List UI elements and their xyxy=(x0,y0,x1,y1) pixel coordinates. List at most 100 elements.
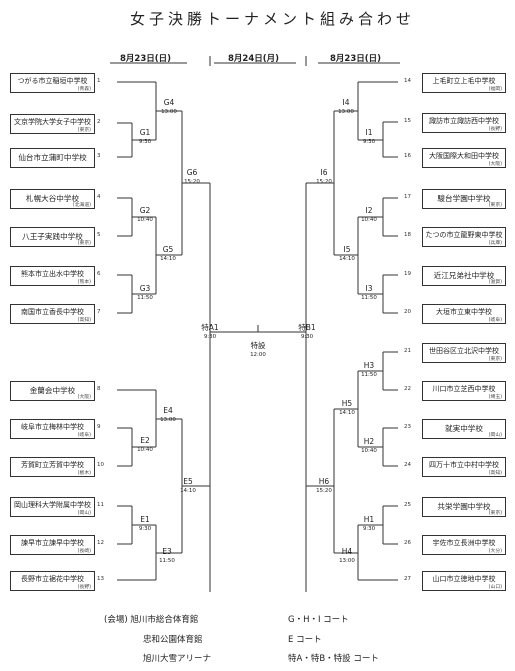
match-I1: I1 9:30 xyxy=(358,128,380,146)
match-code: I5 xyxy=(343,245,351,254)
team-box-7: 南国市立香長中学校 (高知) xyxy=(10,304,95,324)
match-time: 9:30 xyxy=(138,526,152,532)
match-time: 14:10 xyxy=(160,256,176,262)
match-code: G4 xyxy=(163,98,175,107)
team-prefecture: (長野) xyxy=(488,127,502,132)
match-G2: G2 10:40 xyxy=(134,206,156,224)
team-prefecture: (長崎) xyxy=(77,549,91,554)
match-code: G3 xyxy=(139,284,151,293)
match-time: 10:40 xyxy=(137,447,153,453)
match-H1: H1 9:30 xyxy=(358,515,380,533)
match-time: 10:40 xyxy=(361,448,377,454)
team-box-26: 宇佐市立長洲中学校 (大分) xyxy=(422,535,506,555)
team-prefecture: (長野) xyxy=(77,585,91,590)
team-prefecture: (栃木) xyxy=(77,471,91,476)
team-prefecture: (山口) xyxy=(488,585,502,590)
team-number: 6 xyxy=(97,271,101,277)
venue-name-1: (会場) 旭川市総合体育館 xyxy=(104,615,199,625)
match-E1: E1 9:30 xyxy=(134,515,156,533)
team-box-5: 八王子実践中学校 (東京) xyxy=(10,227,95,247)
match-code: 特B1 xyxy=(298,323,316,332)
header-left-date: 8月23日(日) xyxy=(120,54,172,64)
team-name: 札幌大谷中学校 xyxy=(25,194,80,203)
team-box-17: 駿台学園中学校 (東京) xyxy=(422,189,506,209)
team-prefecture: (東京) xyxy=(488,511,502,516)
team-number: 7 xyxy=(97,309,101,315)
header-center-date: 8月24日(月) xyxy=(228,54,280,64)
team-prefecture: (埼玉) xyxy=(488,395,502,400)
match-E3: E3 11:50 xyxy=(155,547,179,565)
team-name: 近江兄弟社中学校 xyxy=(433,271,495,280)
match-code: E3 xyxy=(162,547,172,556)
match-code: G1 xyxy=(139,128,151,137)
team-number: 8 xyxy=(97,386,101,392)
match-time: 14:10 xyxy=(180,488,196,494)
match-special: 特設 12:00 xyxy=(244,341,272,359)
team-prefecture: (北海道) xyxy=(72,203,91,208)
team-prefecture: (大阪) xyxy=(488,162,502,167)
match-code: H4 xyxy=(341,547,353,556)
match-code: G6 xyxy=(186,168,198,177)
team-prefecture: (岐阜) xyxy=(488,318,502,323)
team-number: 9 xyxy=(97,424,101,430)
match-code: E1 xyxy=(140,515,150,524)
venue-name-2: 忠和公園体育館 xyxy=(143,635,203,645)
team-number: 18 xyxy=(404,232,411,238)
team-name: 大阪国際大和田中学校 xyxy=(429,152,499,160)
team-number: 16 xyxy=(404,153,411,159)
team-number: 15 xyxy=(404,118,411,124)
match-time: 11:50 xyxy=(361,372,377,378)
team-number: 12 xyxy=(97,540,104,546)
match-G5: G5 14:10 xyxy=(156,245,180,263)
match-I4: I4 13:00 xyxy=(335,98,357,116)
team-name: 山口市立徳地中学校 xyxy=(432,575,496,583)
match-code: H5 xyxy=(341,399,353,408)
team-number: 26 xyxy=(404,540,411,546)
team-box-14: 上毛町立上毛中学校 (福岡) xyxy=(422,73,506,93)
venue-court-1: G・H・I コート xyxy=(288,615,349,625)
team-box-11: 岡山理科大学附属中学校 (岡山) xyxy=(10,497,95,517)
match-code: 特設 xyxy=(250,341,266,350)
team-prefecture: (岐阜) xyxy=(77,433,91,438)
team-box-25: 共栄学園中学校 (東京) xyxy=(422,497,506,517)
team-number: 17 xyxy=(404,194,411,200)
match-code: H2 xyxy=(363,437,375,446)
team-name: 芳賀町立芳賀中学校 xyxy=(21,461,84,469)
match-code: H3 xyxy=(363,361,375,370)
team-box-12: 諫早市立諫早中学校 (長崎) xyxy=(10,535,95,555)
match-code: I2 xyxy=(365,206,373,215)
match-I5: I5 14:10 xyxy=(335,245,359,263)
team-number: 25 xyxy=(404,502,411,508)
team-name: 大垣市立東中学校 xyxy=(436,308,492,316)
match-time: 13:00 xyxy=(338,109,354,115)
team-name: 岐阜市立梅林中学校 xyxy=(21,423,84,431)
match-time: 9:30 xyxy=(300,334,314,340)
team-box-9: 岐阜市立梅林中学校 (岐阜) xyxy=(10,419,95,439)
match-code: I4 xyxy=(342,98,350,107)
match-time: 13:00 xyxy=(339,558,355,564)
match-time: 15:20 xyxy=(316,488,332,494)
match-time: 13:00 xyxy=(160,417,176,423)
team-number: 22 xyxy=(404,386,411,392)
team-prefecture: (岡山) xyxy=(488,433,502,438)
team-number: 5 xyxy=(97,232,101,238)
match-I6: I6 15:20 xyxy=(312,168,336,186)
match-time: 11:50 xyxy=(159,558,175,564)
match-A1: 特A1 9:30 xyxy=(197,323,223,341)
team-name: たつの市立龍野東中学校 xyxy=(425,231,503,239)
team-name: 駿台学園中学校 xyxy=(437,194,491,203)
team-number: 21 xyxy=(404,348,411,354)
match-H5: H5 14:10 xyxy=(335,399,359,417)
team-name: 岡山理科大学附属中学校 xyxy=(14,501,91,509)
team-number: 20 xyxy=(404,309,411,315)
match-time: 9:30 xyxy=(362,526,376,532)
match-time: 14:10 xyxy=(339,410,355,416)
match-time: 10:40 xyxy=(137,217,153,223)
match-code: G5 xyxy=(162,245,174,254)
team-name: 就実中学校 xyxy=(445,424,483,433)
match-E4: E4 13:00 xyxy=(156,406,180,424)
team-number: 4 xyxy=(97,194,101,200)
match-code: I3 xyxy=(365,284,373,293)
match-code: E5 xyxy=(183,477,193,486)
page-title: 女子決勝トーナメント組み合わせ xyxy=(130,10,416,28)
